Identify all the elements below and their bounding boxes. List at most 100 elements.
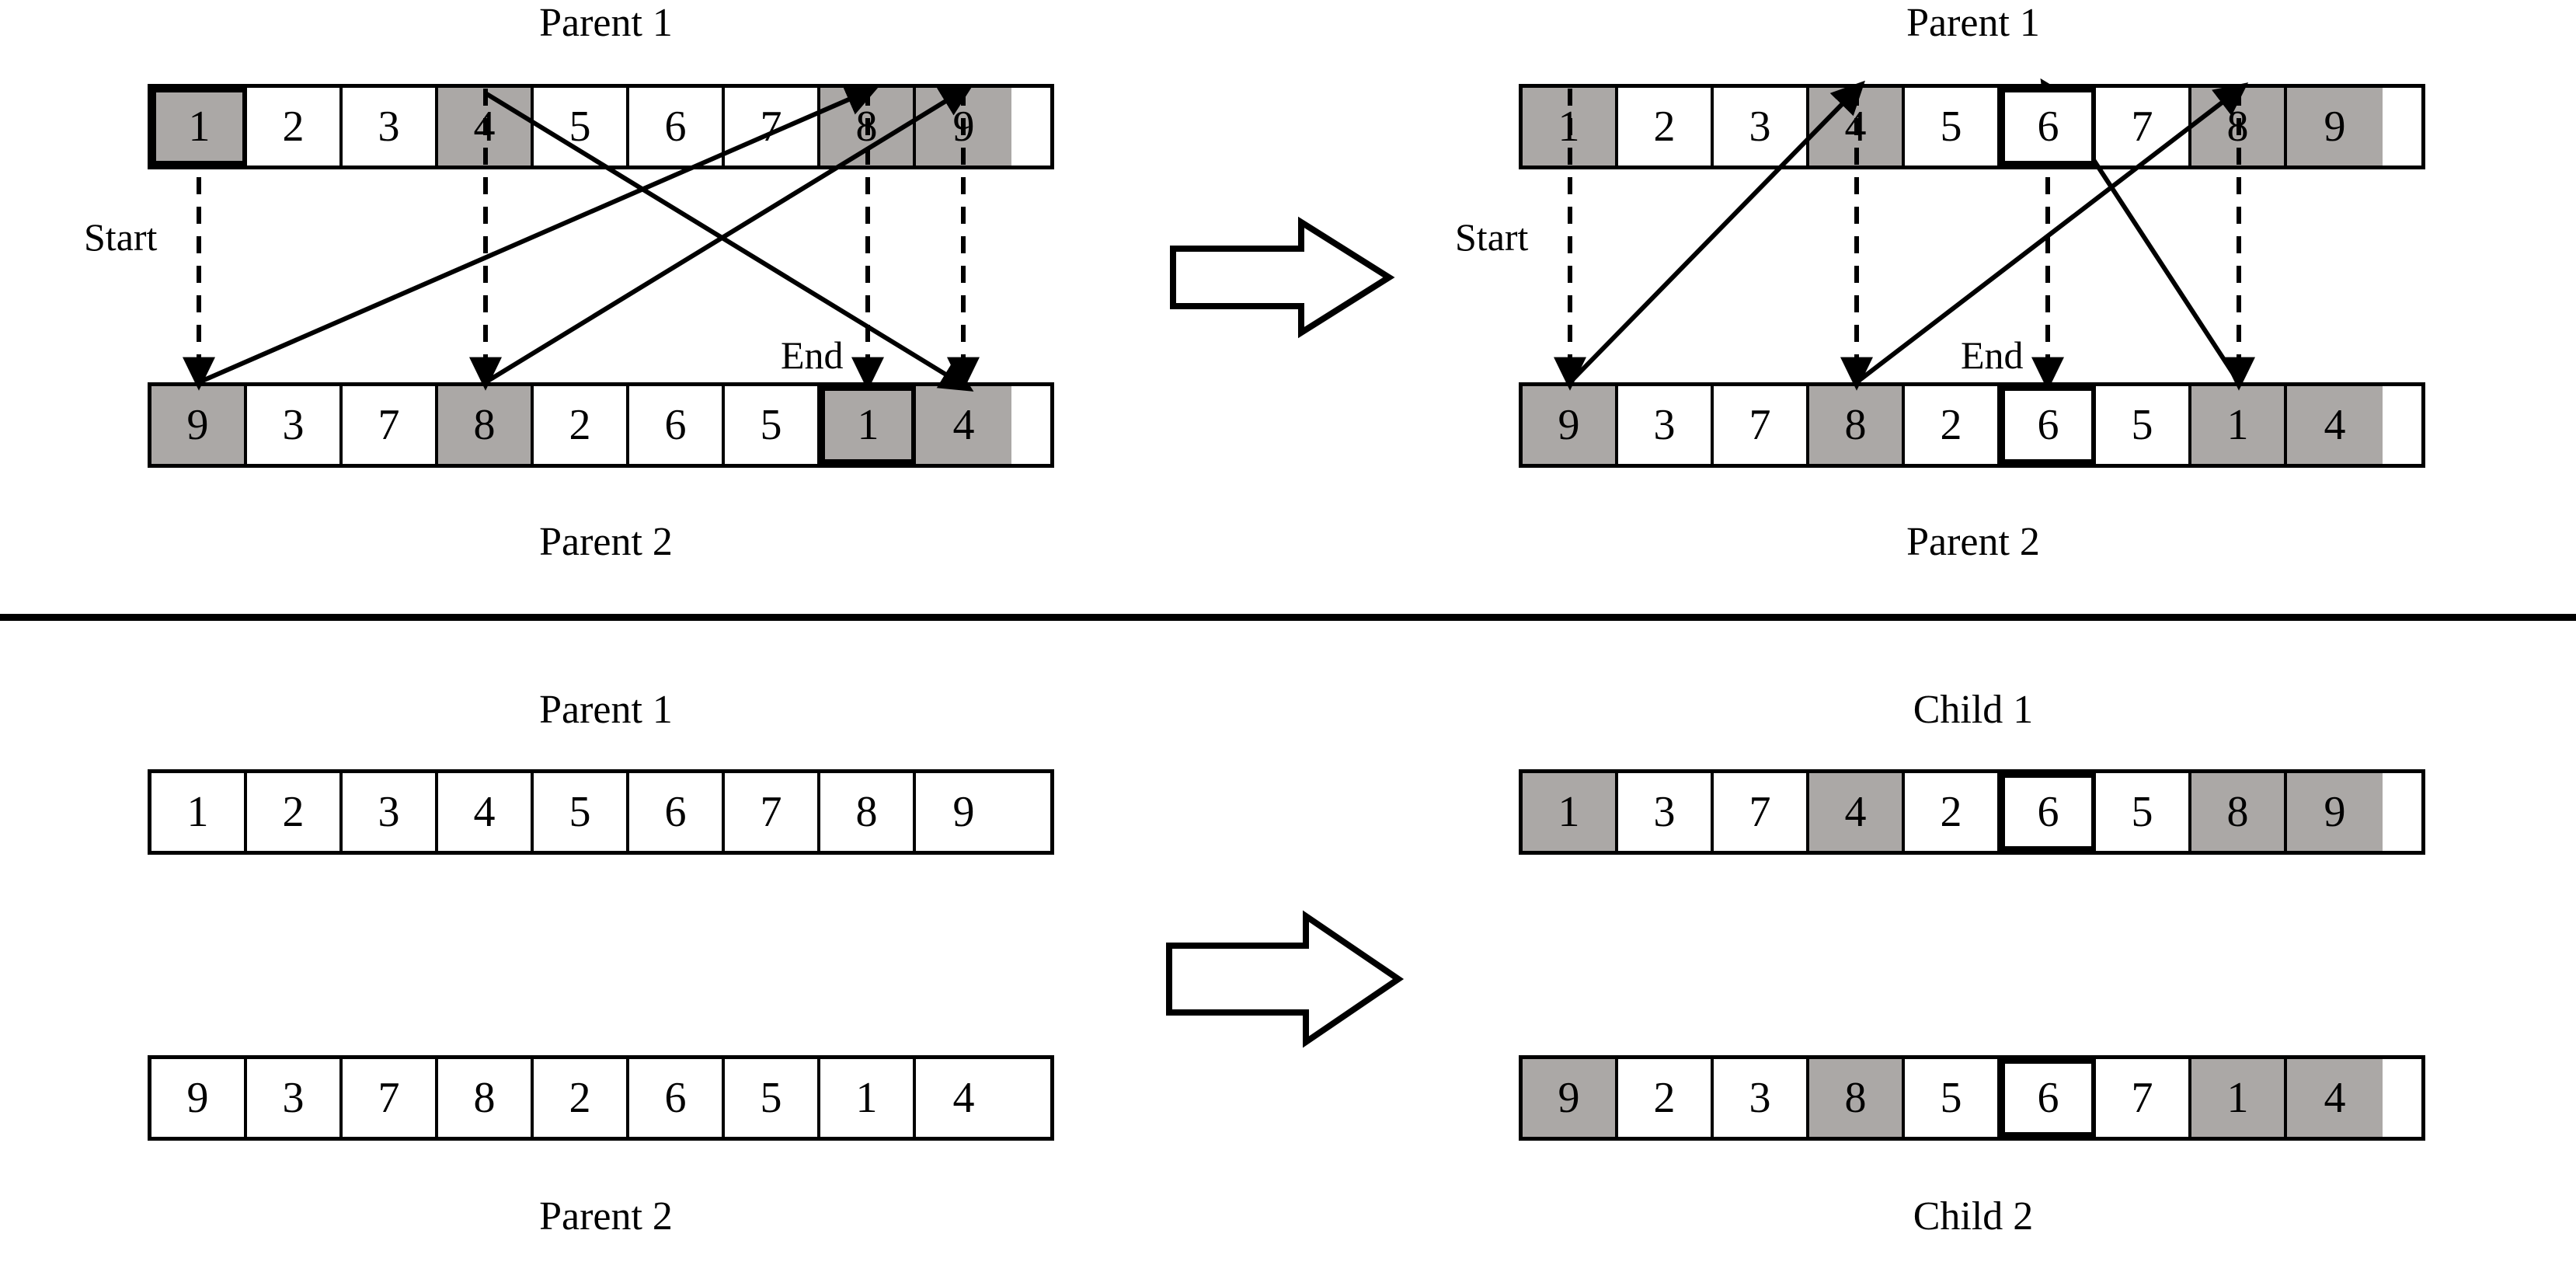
bottom-left-parent1-cell-2[interactable]: 3 — [343, 773, 438, 851]
child1-cell-3[interactable]: 4 — [1809, 773, 1905, 851]
child2-cell-3[interactable]: 8 — [1809, 1059, 1905, 1137]
child2-cell-value-0: 9 — [1558, 1074, 1580, 1122]
bottom-left-parent1-cell-0[interactable]: 1 — [151, 773, 247, 851]
bottom-left-parent1-cell-value-3: 4 — [473, 788, 496, 836]
top-right-parent1-cell-0[interactable]: 1 — [1523, 88, 1618, 166]
bottom-left-parent2-cell-value-5: 6 — [664, 1074, 687, 1122]
top-left-parent2-cell-7[interactable]: 1 — [820, 386, 916, 464]
child1-cell-8[interactable]: 9 — [2287, 773, 2383, 851]
bottom-left-parent2-cell-0[interactable]: 9 — [151, 1059, 247, 1137]
top-left-parent1-cell-8[interactable]: 9 — [916, 88, 1011, 166]
child2-cell-0[interactable]: 9 — [1523, 1059, 1618, 1137]
top-right-parent2-cell-1[interactable]: 3 — [1618, 386, 1714, 464]
top-right-parent1-cell-1[interactable]: 2 — [1618, 88, 1714, 166]
top-left-parent2-cell-value-3: 8 — [473, 401, 496, 449]
top-left-parent2-cell-4[interactable]: 2 — [534, 386, 629, 464]
top-left-parent1-cell-2[interactable]: 3 — [343, 88, 438, 166]
bottom-left-parent2-cell-2[interactable]: 7 — [343, 1059, 438, 1137]
top-right-parent1-cell-8[interactable]: 9 — [2287, 88, 2383, 166]
bottom-left-parent1-cell-value-0: 1 — [186, 788, 209, 836]
top-right-parent2-cell-8[interactable]: 4 — [2287, 386, 2383, 464]
bottom-left-parent1-cell-6[interactable]: 7 — [725, 773, 820, 851]
top-right-parent2-cell-2[interactable]: 7 — [1714, 386, 1809, 464]
bottom-left-parent2-cell-3[interactable]: 8 — [438, 1059, 534, 1137]
top-right-parent2-cell-5[interactable]: 6 — [2000, 386, 2096, 464]
top-right-parent1-cell-5[interactable]: 6 — [2000, 88, 2096, 166]
bottom-left-parent1-cell-8[interactable]: 9 — [916, 773, 1011, 851]
caption-bottom-right-child2: Child 2 — [1913, 1194, 2034, 1239]
child1-cell-5[interactable]: 6 — [2000, 773, 2096, 851]
child1-cell-0[interactable]: 1 — [1523, 773, 1618, 851]
bottom-left-parent1-cell-value-2: 3 — [378, 788, 400, 836]
top-left-parent1-cell-4[interactable]: 5 — [534, 88, 629, 166]
child1-cell-6[interactable]: 5 — [2096, 773, 2191, 851]
bottom-left-parent2-cell-4[interactable]: 2 — [534, 1059, 629, 1137]
child2-cell-8[interactable]: 4 — [2287, 1059, 2383, 1137]
child2-cell-5[interactable]: 6 — [2000, 1059, 2096, 1137]
child1-cell-7[interactable]: 8 — [2191, 773, 2287, 851]
top-left-parent2-cell-8[interactable]: 4 — [916, 386, 1011, 464]
block-arrow-top — [1170, 216, 1395, 339]
bottom-left-parent2-cell-7[interactable]: 1 — [820, 1059, 916, 1137]
top-left-parent2-cell-6[interactable]: 5 — [725, 386, 820, 464]
top-right-parent1-cell-value-3: 4 — [1844, 103, 1867, 151]
top-left-parent1-cell-1[interactable]: 2 — [247, 88, 343, 166]
bottom-left-parent2-cell-8[interactable]: 4 — [916, 1059, 1011, 1137]
top-right-parent1-cell-value-2: 3 — [1749, 103, 1771, 151]
child2-cell-value-6: 7 — [2131, 1074, 2153, 1122]
top-right-parent1-cell-3[interactable]: 4 — [1809, 88, 1905, 166]
label-end-top-left: End — [781, 333, 844, 377]
top-left-parent1-cell-0[interactable]: 1 — [151, 88, 247, 166]
child2-cell-1[interactable]: 2 — [1618, 1059, 1714, 1137]
bottom-left-parent1-cell-1[interactable]: 2 — [247, 773, 343, 851]
bottom-left-parent2-cell-1[interactable]: 3 — [247, 1059, 343, 1137]
bottom-left-parent2-cell-6[interactable]: 5 — [725, 1059, 820, 1137]
top-right-parent1-cell-4[interactable]: 5 — [1905, 88, 2000, 166]
child1-cell-4[interactable]: 2 — [1905, 773, 2000, 851]
top-left-parent1-cell-7[interactable]: 8 — [820, 88, 916, 166]
bottom-left-parent1-cell-5[interactable]: 6 — [629, 773, 725, 851]
child1-cell-1[interactable]: 3 — [1618, 773, 1714, 851]
child2-cell-7[interactable]: 1 — [2191, 1059, 2287, 1137]
top-left-parent2-cell-2[interactable]: 7 — [343, 386, 438, 464]
child1-cell-value-4: 2 — [1940, 788, 1962, 836]
top-right-parent2-cell-3[interactable]: 8 — [1809, 386, 1905, 464]
bottom-left-parent1-cell-3[interactable]: 4 — [438, 773, 534, 851]
child2-cell-6[interactable]: 7 — [2096, 1059, 2191, 1137]
top-right-parent1-cell-value-1: 2 — [1653, 103, 1676, 151]
bottom-left-parent1-cell-4[interactable]: 5 — [534, 773, 629, 851]
child2-cell-value-2: 3 — [1749, 1074, 1771, 1122]
top-right-parent2-cell-value-7: 1 — [2226, 401, 2249, 449]
top-right-parent2-cell-6[interactable]: 5 — [2096, 386, 2191, 464]
top-left-parent2-cell-3[interactable]: 8 — [438, 386, 534, 464]
child1-cell-2[interactable]: 7 — [1714, 773, 1809, 851]
child2-cell-4[interactable]: 5 — [1905, 1059, 2000, 1137]
top-right-parent2-cell-4[interactable]: 2 — [1905, 386, 2000, 464]
top-left-parent1-cell-5[interactable]: 6 — [629, 88, 725, 166]
top-left-parent1-cell-6[interactable]: 7 — [725, 88, 820, 166]
bottom-left-parent2-cell-5[interactable]: 6 — [629, 1059, 725, 1137]
bottom-left-parent1-cell-value-4: 5 — [569, 788, 591, 836]
bottom-left-parent2-cell-value-4: 2 — [569, 1074, 591, 1122]
top-right-parent1-cell-value-0: 1 — [1558, 103, 1580, 151]
child1-cell-value-1: 3 — [1653, 788, 1676, 836]
top-left-parent2-cell-1[interactable]: 3 — [247, 386, 343, 464]
top-left-parent2-cell-0[interactable]: 9 — [151, 386, 247, 464]
bottom-left-parent1-cell-7[interactable]: 8 — [820, 773, 916, 851]
bottom-left-parent1-cell-value-6: 7 — [760, 788, 782, 836]
top-right-parent1-cell-2[interactable]: 3 — [1714, 88, 1809, 166]
top-right-parent1-cell-7[interactable]: 8 — [2191, 88, 2287, 166]
top-right-parent2-cell-7[interactable]: 1 — [2191, 386, 2287, 464]
child2-cell-2[interactable]: 3 — [1714, 1059, 1809, 1137]
top-right-parent1-cell-6[interactable]: 7 — [2096, 88, 2191, 166]
top-left-parent2-cell-5[interactable]: 6 — [629, 386, 725, 464]
top-right-parent2-cell-0[interactable]: 9 — [1523, 386, 1618, 464]
top-left-parent1-cell-value-4: 5 — [569, 103, 591, 151]
top-left-parent1-cell-3[interactable]: 4 — [438, 88, 534, 166]
top-right-parent2-cell-value-8: 4 — [2324, 401, 2346, 449]
top-right-parent2-cell-value-3: 8 — [1844, 401, 1867, 449]
